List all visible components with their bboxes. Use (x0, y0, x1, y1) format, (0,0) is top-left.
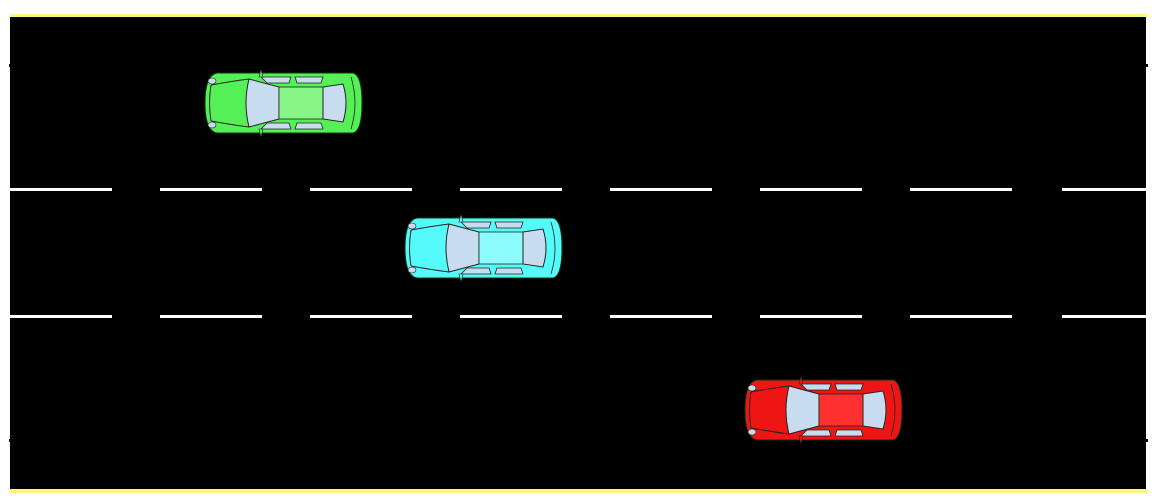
edge-tick (1145, 64, 1148, 67)
road (10, 14, 1146, 493)
edge-tick (9, 64, 12, 67)
lane-dash (910, 188, 1012, 191)
cyan-car[interactable] (403, 213, 563, 283)
lane-dash (310, 188, 412, 191)
lane-dash (910, 315, 1012, 318)
lane-dash (760, 188, 862, 191)
red-car[interactable] (743, 375, 903, 445)
lane-dash (760, 315, 862, 318)
lane-divider-1 (10, 188, 1146, 191)
lane-dash (160, 315, 262, 318)
lane-dash (10, 188, 112, 191)
lane-dash (610, 315, 712, 318)
car-body-icon (204, 68, 363, 138)
lane-dash (610, 188, 712, 191)
edge-tick (9, 439, 12, 442)
lane-dash (160, 188, 262, 191)
lane-dash (460, 315, 562, 318)
lane-divider-2 (10, 315, 1146, 318)
lane-dash (460, 188, 562, 191)
lane-dash (1062, 315, 1146, 318)
road-edge-top (10, 14, 1147, 17)
green-car[interactable] (203, 68, 363, 138)
lane-dash (1062, 188, 1146, 191)
car-body-icon (744, 375, 903, 445)
lane-dash (310, 315, 412, 318)
road-edge-bottom (10, 489, 1147, 493)
edge-tick (1145, 439, 1148, 442)
car-body-icon (404, 213, 563, 283)
lane-dash (10, 315, 112, 318)
